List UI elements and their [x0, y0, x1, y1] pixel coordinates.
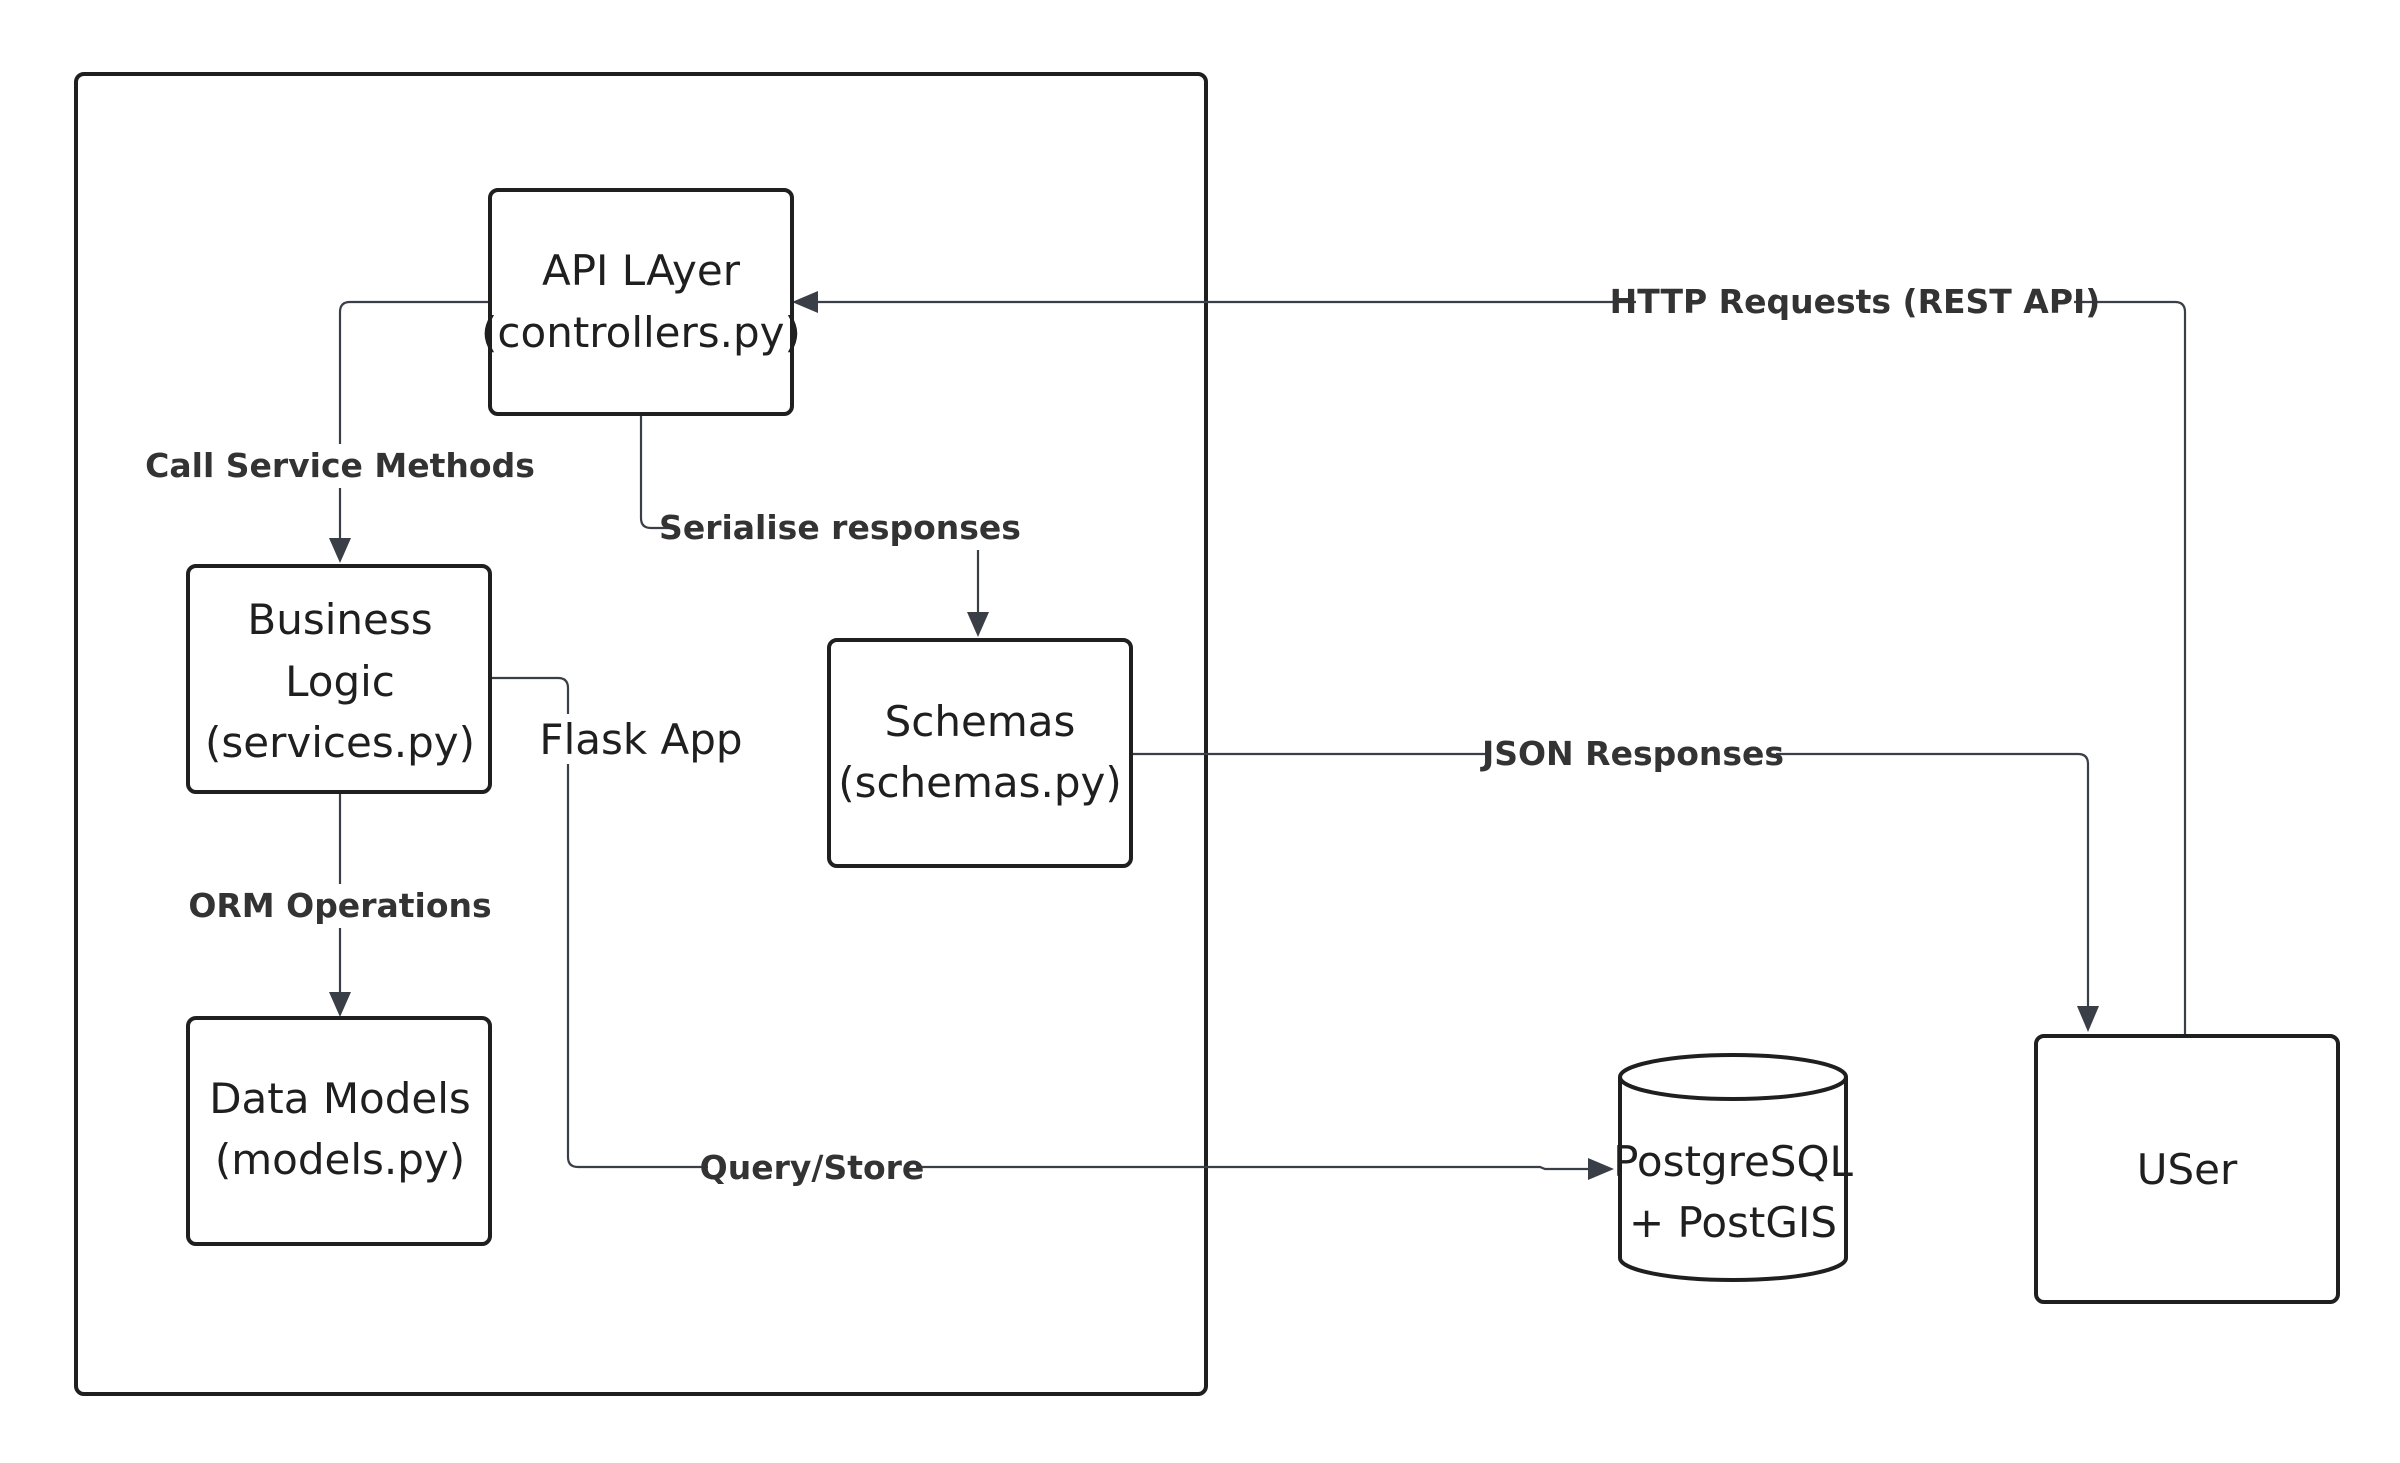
data-models-title: Data Models	[209, 1074, 471, 1123]
data-models-file: (models.py)	[215, 1135, 465, 1184]
arrowhead-json	[2077, 1006, 2099, 1032]
api-layer-node: API LAyer (controllers.py)	[481, 188, 801, 416]
database-subtitle: + PostGIS	[1629, 1198, 1837, 1247]
api-layer-file: (controllers.py)	[481, 308, 801, 357]
user-node: USer	[2034, 1034, 2340, 1304]
edge-call-service-methods	[338, 300, 488, 538]
edge-query-store	[490, 676, 1588, 1171]
edge-serialise-responses	[639, 414, 980, 612]
schemas-file: (schemas.py)	[838, 758, 1122, 807]
database-node: PostgreSQL + PostGIS	[1613, 1053, 1854, 1282]
arrowhead-query	[1588, 1158, 1614, 1180]
arrowhead-orm	[329, 992, 351, 1017]
data-models-node: Data Models (models.py)	[186, 1016, 492, 1246]
arrowhead-call-service	[329, 538, 351, 563]
label-orm-operations: ORM Operations	[188, 886, 491, 925]
business-logic-file: (services.py)	[205, 718, 475, 767]
label-call-service-methods: Call Service Methods	[145, 446, 535, 485]
arrowhead-serialise	[967, 612, 989, 637]
api-layer-title: API LAyer	[542, 246, 741, 295]
edge-http-requests	[818, 300, 2187, 1034]
business-logic-line2: Logic	[285, 657, 395, 706]
database-title: PostgreSQL	[1613, 1137, 1853, 1186]
label-json-responses: JSON Responses	[1480, 734, 1784, 773]
schemas-title: Schemas	[885, 697, 1076, 746]
business-logic-node: Business Logic (services.py)	[186, 564, 492, 794]
user-label: USer	[2137, 1145, 2238, 1194]
flask-app-label: Flask App	[539, 715, 742, 764]
label-query-store: Query/Store	[700, 1148, 925, 1187]
business-logic-line1: Business	[247, 595, 432, 644]
arrowhead-http	[792, 291, 818, 313]
schemas-node: Schemas (schemas.py)	[827, 638, 1133, 868]
database-cylinder-body	[1618, 1077, 1848, 1282]
label-http-requests: HTTP Requests (REST API)	[1610, 282, 2101, 321]
label-serialise-responses: Serialise responses	[659, 508, 1021, 547]
edge-json-responses	[1131, 752, 2090, 1006]
database-cylinder-top	[1618, 1053, 1848, 1101]
